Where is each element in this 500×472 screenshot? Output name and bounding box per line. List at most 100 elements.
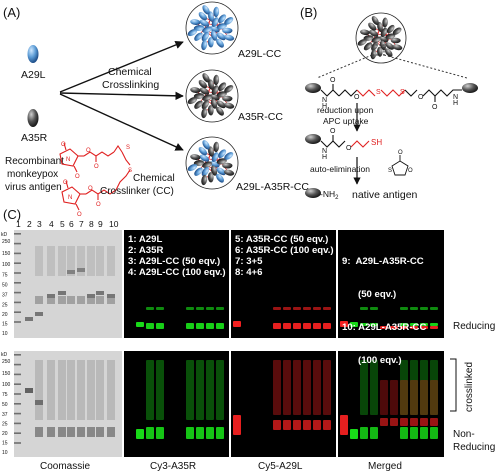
fluorescent-band <box>340 321 348 327</box>
mw-marker-label: 25 <box>2 422 8 428</box>
fluorescent-band <box>400 418 408 426</box>
fluorescent-band <box>206 360 214 420</box>
antigen-icon <box>194 100 203 109</box>
fluorescent-band <box>293 360 301 415</box>
fluorescent-band <box>370 323 378 326</box>
fluorescent-band <box>136 322 144 327</box>
antigen-icon <box>218 82 227 92</box>
fluorescent-band <box>233 415 241 435</box>
antigen-icon <box>360 29 370 36</box>
antigen-icon <box>199 19 210 27</box>
fluorescent-band <box>156 307 164 310</box>
lane-number: 3 <box>37 219 42 229</box>
antigen-caption-1: Recombinant <box>5 156 64 167</box>
panel-a-label: (A) <box>3 5 20 20</box>
antigen-icon <box>384 48 393 57</box>
legend-item: 7: 3+5 <box>235 256 263 267</box>
fluorescent-band <box>410 360 418 415</box>
antigen-icon <box>210 165 218 176</box>
fluorescent-band <box>360 307 368 310</box>
amine-label: -NH2 <box>320 189 339 201</box>
fluorescent-band <box>370 427 378 439</box>
a35r-antigen-icon <box>27 109 39 127</box>
svg-text:O: O <box>96 202 101 208</box>
fluorescent-band <box>186 323 194 329</box>
fluorescent-band <box>370 360 378 415</box>
antigen-icon <box>201 107 208 119</box>
native-antigen-icon <box>305 188 321 198</box>
gel-band <box>96 360 104 420</box>
arrow-to-a29l-a35r-cc <box>59 93 184 151</box>
zoom-box <box>371 44 385 56</box>
antigen-icon <box>210 30 218 41</box>
fluorescent-band <box>283 420 291 430</box>
fluorescent-band <box>400 323 408 326</box>
zoom-line-right <box>383 54 468 79</box>
gel-band <box>14 272 21 274</box>
fluorescent-bands <box>136 307 438 439</box>
gel-band <box>96 291 104 295</box>
antigen-caption-3: virus antigen <box>5 182 62 193</box>
svg-text:S: S <box>376 89 381 96</box>
svg-text:O: O <box>63 180 68 186</box>
lane-number: 8 <box>89 219 94 229</box>
fluorescent-band <box>400 380 408 415</box>
a29l-a35r-cc-particle-icon <box>185 136 239 190</box>
fluorescent-band <box>390 380 398 415</box>
fluorescent-band <box>430 418 438 426</box>
mw-marker-label: 50 <box>2 283 8 289</box>
svg-text:O: O <box>354 94 360 101</box>
product-a29l-a35r-cc: A29L-A35R-CC <box>236 181 309 193</box>
mw-marker-label: 15 <box>2 441 8 447</box>
fluorescent-band <box>340 415 348 435</box>
kd-label-top: kD <box>1 232 8 238</box>
fluorescent-band <box>216 360 224 420</box>
antigen-icon <box>371 41 379 51</box>
non-reducing-label-2: Reducing <box>453 442 495 453</box>
gel-band <box>96 427 104 437</box>
antigen-icon <box>199 87 210 95</box>
gel-band <box>25 388 33 393</box>
gel-band <box>25 317 33 321</box>
antigen-icon <box>201 166 210 177</box>
gel-band <box>14 422 21 425</box>
gel-band <box>107 246 115 276</box>
antigen-icon <box>199 154 210 162</box>
gel-band <box>14 403 21 405</box>
fluorescent-band <box>410 380 418 415</box>
antigen-icon <box>207 172 214 183</box>
antigen-icon <box>190 87 201 93</box>
lane-number: 7 <box>79 219 84 229</box>
fluorescent-band <box>186 427 194 439</box>
antigen-icon <box>194 167 203 176</box>
fluorescent-band <box>283 360 291 415</box>
mw-marker-label: 15 <box>2 322 8 328</box>
svg-text:N: N <box>453 94 458 101</box>
antigen-icon <box>213 6 220 18</box>
product-a29l-cc: A29L-CC <box>238 48 282 60</box>
fluorescent-band <box>273 420 281 430</box>
gel-band <box>77 427 85 437</box>
zoom-line-left <box>316 54 373 79</box>
mw-marker-label: 37 <box>2 412 8 418</box>
svg-text:O: O <box>330 77 336 84</box>
legend-item: 1: A29L <box>128 234 163 245</box>
mw-marker-label: 50 <box>2 402 8 408</box>
cy3-gel-nonreducing <box>124 351 229 457</box>
gel-band <box>67 360 75 420</box>
gel-band <box>107 427 115 437</box>
gel-band <box>35 360 43 420</box>
gel-band <box>58 427 66 437</box>
antigen-icon <box>224 85 234 93</box>
antigen-icon <box>198 12 208 21</box>
svg-text:S: S <box>126 145 130 151</box>
gel-band <box>14 373 21 376</box>
gel-band <box>14 432 21 434</box>
fluorescent-band <box>350 429 358 439</box>
arrow-to-a35r-cc <box>59 91 184 101</box>
svg-text:N: N <box>322 97 327 104</box>
non-reducing-label-1: Non- <box>453 429 475 440</box>
lane-number: 1 <box>16 219 21 229</box>
